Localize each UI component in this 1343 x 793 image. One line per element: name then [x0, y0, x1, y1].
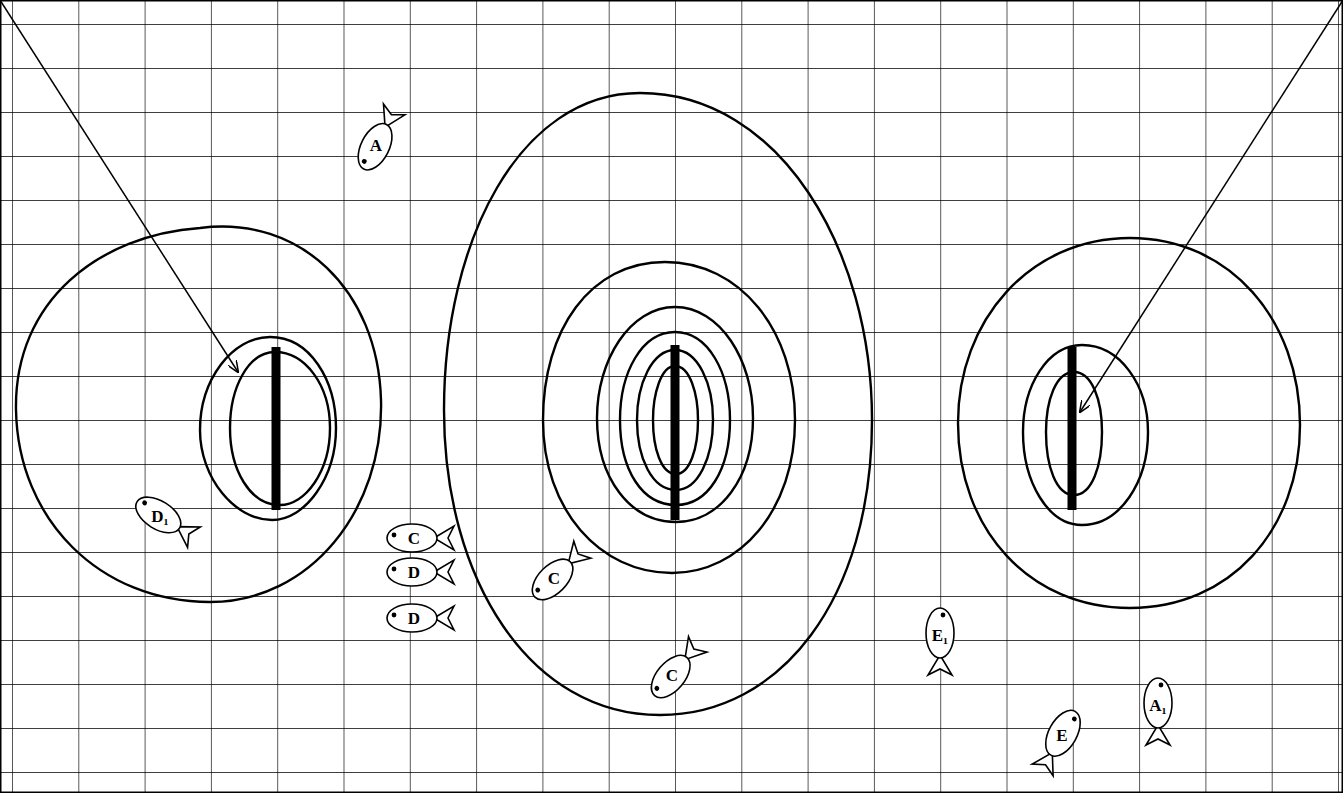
- fish-outline: [1144, 678, 1172, 745]
- fish-letter: D: [408, 610, 420, 627]
- fish-letter: C: [408, 530, 420, 547]
- electrodes: [276, 345, 1072, 520]
- fish-outline: [351, 103, 406, 175]
- fish-outline: [644, 635, 709, 704]
- fish-letter: C: [666, 667, 678, 684]
- fish-outline: [926, 608, 954, 675]
- fish-outline: [130, 490, 202, 549]
- fish-outline: [387, 524, 454, 552]
- fish-outline: [525, 540, 592, 607]
- fish-letter: E: [1056, 727, 1067, 744]
- fish-letter: A: [370, 137, 382, 154]
- fish-letter: D₁: [151, 508, 168, 525]
- fish-outline: [387, 558, 454, 586]
- fish-outline: [387, 604, 454, 632]
- field-contours: [16, 93, 1300, 715]
- fish-letter: D: [408, 564, 420, 581]
- fish-outline: [1030, 705, 1087, 777]
- pointer-lines: [0, 0, 1343, 412]
- fish-letter: C: [548, 570, 560, 587]
- fish-letter: E₁: [932, 627, 948, 644]
- fish-letter: A₁: [1149, 697, 1166, 714]
